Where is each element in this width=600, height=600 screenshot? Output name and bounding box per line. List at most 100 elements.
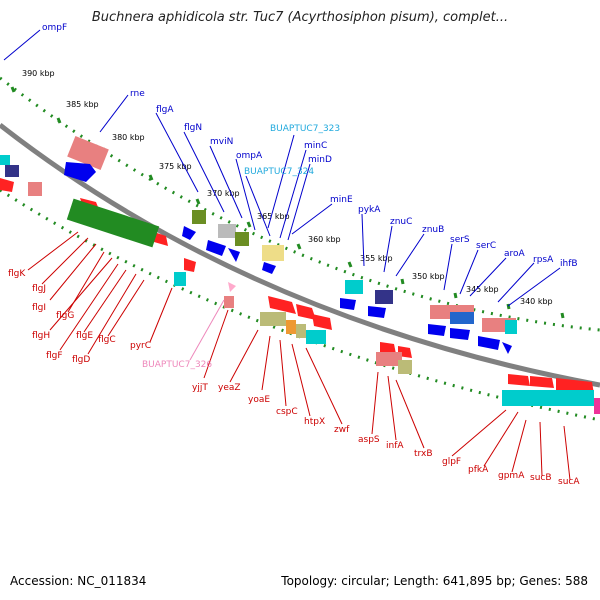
kbp-label: 350 kbp [412,272,445,281]
gene-box [594,398,600,414]
gene-arrow [478,336,500,350]
leader-line [507,267,561,307]
gene-arrow [450,328,470,340]
gene-box [262,245,284,261]
gene-label-ompA[interactable]: ompA [236,151,263,161]
leader-line [291,343,311,417]
gene-arrow [64,162,96,182]
gene-label-flgG[interactable]: flgG [56,311,74,321]
gene-label-gpmA[interactable]: gpmA [498,471,525,481]
gene-label-yeaZ[interactable]: yeaZ [218,383,241,393]
leader-line [361,213,365,267]
gene-label-pyrC[interactable]: pyrC [130,341,151,351]
gene-label-minC[interactable]: minC [304,141,327,151]
leader-line [387,375,397,441]
gene-label-BUAPTUC7_323[interactable]: BUAPTUC7_323 [270,124,340,134]
outer-gene-features [0,136,517,354]
tick-mark [560,312,565,319]
map-title: Buchnera aphidicola str. Tuc7 (Acyrthosi… [91,10,509,25]
gene-label-infA[interactable]: infA [386,441,404,451]
gene-label-flgF[interactable]: flgF [46,351,63,361]
gene-label-flgE[interactable]: flgE [76,331,93,341]
leader-line [261,335,271,391]
leader-line [497,262,535,303]
leader-line [469,257,507,297]
gene-label-flgC[interactable]: flgC [98,335,116,345]
leader-line [99,94,129,133]
leader-line [49,243,97,301]
gene-label-flgA[interactable]: flgA [156,105,174,115]
gene-label-rpsA[interactable]: rpsA [533,255,554,265]
gene-label-znuB[interactable]: znuB [422,225,444,235]
gene-label-ihfB[interactable]: ihfB [560,259,578,269]
leader-line [3,29,41,61]
gene-arrow [228,248,240,262]
gene-label-flgK[interactable]: flgK [8,269,26,279]
gene-box [66,198,160,248]
gene-box [296,324,306,338]
leader-line [291,203,333,235]
outer-label-lines [3,29,561,307]
gene-label-yjjT[interactable]: yjjT [192,383,208,393]
gene-arrow [380,342,396,354]
gene-label-minE[interactable]: minE [330,195,353,205]
gene-box [28,182,42,196]
gene-label-BUAPTUC7_326[interactable]: BUAPTUC7_326 [142,360,212,370]
kbp-label: 340 kbp [520,297,553,306]
gene-label-aspS[interactable]: aspS [358,435,380,445]
leader-line [371,371,379,435]
leader-line [149,287,173,343]
kbp-scale: 390 kbp 385 kbp 380 kbp 375 kbp 370 kbp … [22,69,553,306]
gene-label-cspC[interactable]: cspC [276,407,298,417]
leader-line [395,233,425,277]
gene-label-mviN[interactable]: mviN [210,137,233,147]
gene-label-trxB[interactable]: trxB [414,449,433,459]
gene-label-aroA[interactable]: aroA [504,249,526,259]
outer-gene-labels: ompF rne flgA flgN mviN ompA BUAPTUC7_32… [42,23,578,269]
gene-label-flgH[interactable]: flgH [32,331,50,341]
gene-arrow [428,324,446,336]
leader-line [483,411,519,467]
gene-box [235,232,249,246]
leader-line [189,299,225,361]
gene-label-rne[interactable]: rne [130,89,145,99]
gene-box [376,352,402,366]
gene-label-sucB[interactable]: sucB [530,473,552,483]
gene-label-glpF[interactable]: glpF [442,457,461,467]
gene-box [286,320,296,334]
gene-label-htpX[interactable]: htpX [304,417,325,427]
gene-label-pfkA[interactable]: pfkA [468,465,489,475]
gene-label-sucA[interactable]: sucA [558,477,580,487]
gene-label-yoaE[interactable]: yoaE [248,395,270,405]
gene-label-serS[interactable]: serS [450,235,470,245]
gene-arrow [262,262,276,274]
gene-label-znuC[interactable]: znuC [390,217,412,227]
gene-label-BUAPTUC7_324[interactable]: BUAPTUC7_324 [244,167,314,177]
tick-mark [453,292,458,299]
leader-line [267,134,295,229]
gene-label-flgD[interactable]: flgD [72,355,90,365]
gene-label-flgI[interactable]: flgI [32,303,46,313]
kbp-label: 360 kbp [308,235,341,244]
leader-line [41,237,89,285]
leader-line [511,419,527,473]
kbp-label: 345 kbp [466,285,499,294]
gene-label-flgN[interactable]: flgN [184,123,202,133]
gene-label-ompF[interactable]: ompF [42,23,67,33]
leader-line [395,379,425,449]
gene-arrow [206,240,226,256]
gene-label-zwf[interactable]: zwf [334,425,350,435]
gene-box [306,330,326,344]
gene-box [0,155,10,165]
gene-arrow [530,376,554,388]
inner-label-lines [27,231,571,481]
gene-label-serC[interactable]: serC [476,241,496,251]
gene-label-minD[interactable]: minD [308,155,332,165]
leader-line [59,263,119,351]
gene-box [502,390,594,406]
leader-line [245,175,271,237]
tick-mark [400,278,405,285]
gene-label-flgJ[interactable]: flgJ [32,284,46,294]
leader-line [279,339,287,407]
gene-label-pykA[interactable]: pykA [358,205,381,215]
